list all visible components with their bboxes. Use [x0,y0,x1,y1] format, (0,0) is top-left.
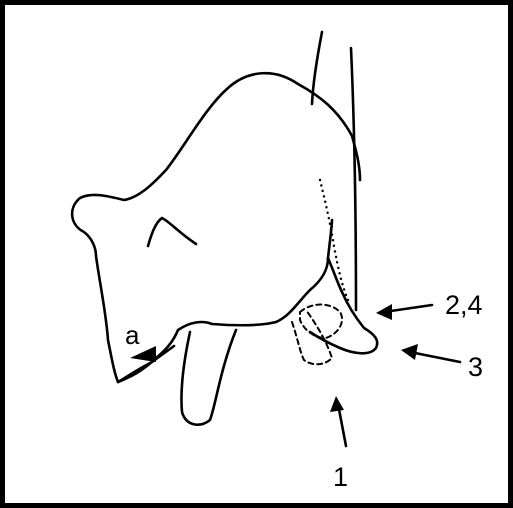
wall-line-right [351,48,356,310]
inner-ear [148,218,196,246]
label-2-4: 2,4 [445,292,483,319]
label-1: 1 [333,464,348,491]
arrow-3-head [401,344,418,360]
arrow-2-4-head [376,304,392,320]
dashed-foot-outline-1 [300,305,342,339]
arrow-3-shaft [410,352,460,362]
hind-leg [310,258,377,353]
dotted-body-line [320,180,348,300]
muzzle-marker-label: a [125,322,139,348]
label-3: 3 [468,354,483,381]
front-leg [181,330,236,425]
arrow-1-head [330,396,344,412]
